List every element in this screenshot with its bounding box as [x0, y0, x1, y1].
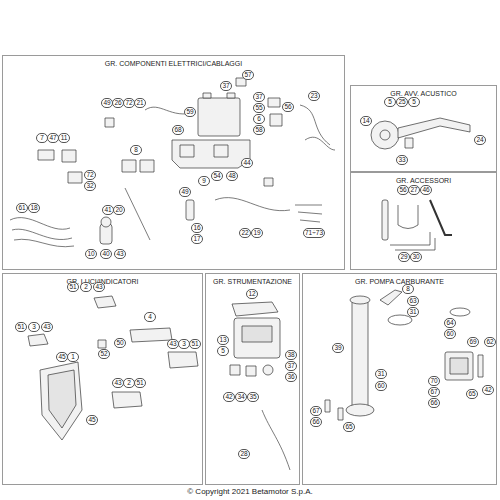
callout-number: 68	[172, 125, 184, 135]
callout-number: 66	[310, 417, 322, 427]
callout-number: 5	[408, 97, 420, 107]
callout-number: 23	[308, 91, 320, 101]
callout-number: 51	[189, 339, 201, 349]
callout-number: 62	[484, 337, 496, 347]
callout-number: 4	[144, 312, 156, 322]
group-heading: GR. POMPA CARBURANTE	[303, 274, 496, 286]
callout-number: 45	[86, 415, 98, 425]
callout-number: 51	[15, 322, 27, 332]
callout-number: 70	[428, 376, 440, 386]
callout-number: 60	[444, 329, 456, 339]
callout-number: 52	[98, 349, 110, 359]
callout-number: 48	[226, 171, 238, 181]
callout-number: 31	[407, 307, 419, 317]
group-heading: GR. AVV. ACUSTICO	[351, 86, 496, 98]
callout-number: 18	[28, 203, 40, 213]
callout-number: 16	[191, 223, 203, 233]
callout-number: 43	[41, 322, 53, 332]
callout-number: 8	[130, 145, 142, 155]
callout-number: 44	[241, 158, 253, 168]
group-panel: GR. COMPONENTI ELETTRICI/CABLAGGI	[2, 55, 345, 270]
callout-number: 66	[428, 398, 440, 408]
callout-number: 37	[220, 81, 232, 91]
callout-number: 65	[466, 389, 478, 399]
callout-number: 57	[242, 70, 254, 80]
group-heading: GR. STRUMENTAZIONE	[206, 274, 299, 286]
callout-number: 50	[114, 338, 126, 348]
callout-number: 11	[58, 133, 70, 143]
group-panel: GR. LUCI/INDICATORI	[2, 273, 203, 485]
callout-number: 71÷73	[303, 228, 325, 238]
callout-number: 19	[251, 228, 263, 238]
callout-number: 29	[398, 252, 410, 262]
callout-number: 3	[28, 322, 40, 332]
callout-number: 56	[282, 102, 294, 112]
copyright-caption: © Copyright 2021 Betamotor S.p.A.	[0, 487, 500, 497]
callout-number: 43	[93, 282, 105, 292]
group-heading: GR. COMPONENTI ELETTRICI/CABLAGGI	[3, 56, 344, 68]
callout-number: 6	[253, 114, 265, 124]
callout-number: 33	[396, 155, 408, 165]
callout-number: 31	[375, 369, 387, 379]
callout-number: 32	[84, 181, 96, 191]
callout-number: 63	[407, 296, 419, 306]
callout-number: 36	[285, 372, 297, 382]
callout-number: 42	[223, 392, 235, 402]
callout-number: 42	[482, 385, 494, 395]
callout-number: 5	[384, 97, 396, 107]
callout-number: 17	[191, 234, 203, 244]
callout-number: 64	[444, 318, 456, 328]
callout-number: 39	[332, 343, 344, 353]
callout-number: 22	[239, 228, 251, 238]
callout-number: 28	[238, 449, 250, 459]
callout-number: 13	[217, 335, 229, 345]
callout-number: 27	[408, 185, 420, 195]
callout-number: 14	[360, 116, 372, 126]
callout-number: 58	[253, 125, 265, 135]
callout-number: 67	[428, 387, 440, 397]
callout-number: 37	[253, 92, 265, 102]
callout-number: 61	[16, 203, 28, 213]
callout-number: 12	[246, 289, 258, 299]
callout-number: 20	[113, 205, 125, 215]
callout-number: 69	[467, 337, 479, 347]
callout-number: 65	[343, 422, 355, 432]
group-panel: GR. AVV. ACUSTICO	[350, 85, 497, 172]
callout-number: 9	[198, 176, 210, 186]
callout-number: 60	[375, 381, 387, 391]
callout-number: 72	[84, 170, 96, 180]
callout-number: 35	[247, 392, 259, 402]
callout-number: 38	[285, 350, 297, 360]
callout-number: 34	[235, 392, 247, 402]
callout-number: 55	[253, 103, 265, 113]
callout-number: 59	[184, 107, 196, 117]
callout-number: 54	[211, 171, 223, 181]
callout-number: 10	[85, 249, 97, 259]
callout-number: 24	[474, 135, 486, 145]
callout-number: 40	[100, 249, 112, 259]
callout-number: 5	[217, 346, 229, 356]
callout-number: 51	[134, 378, 146, 388]
callout-number: 49	[179, 187, 191, 197]
callout-number: 37	[285, 361, 297, 371]
group-panel: GR. POMPA CARBURANTE	[302, 273, 497, 485]
callout-number: 46	[420, 185, 432, 195]
callout-number: 8	[402, 284, 414, 294]
callout-number: 21	[134, 98, 146, 108]
callout-number: 2	[80, 282, 92, 292]
callout-number: 51	[67, 282, 79, 292]
callout-number: 25	[396, 97, 408, 107]
group-heading: GR. ACCESSORI	[351, 173, 496, 185]
callout-number: 67	[310, 406, 322, 416]
callout-number: 30	[410, 252, 422, 262]
callout-number: 1	[67, 352, 79, 362]
callout-number: 43	[114, 249, 126, 259]
